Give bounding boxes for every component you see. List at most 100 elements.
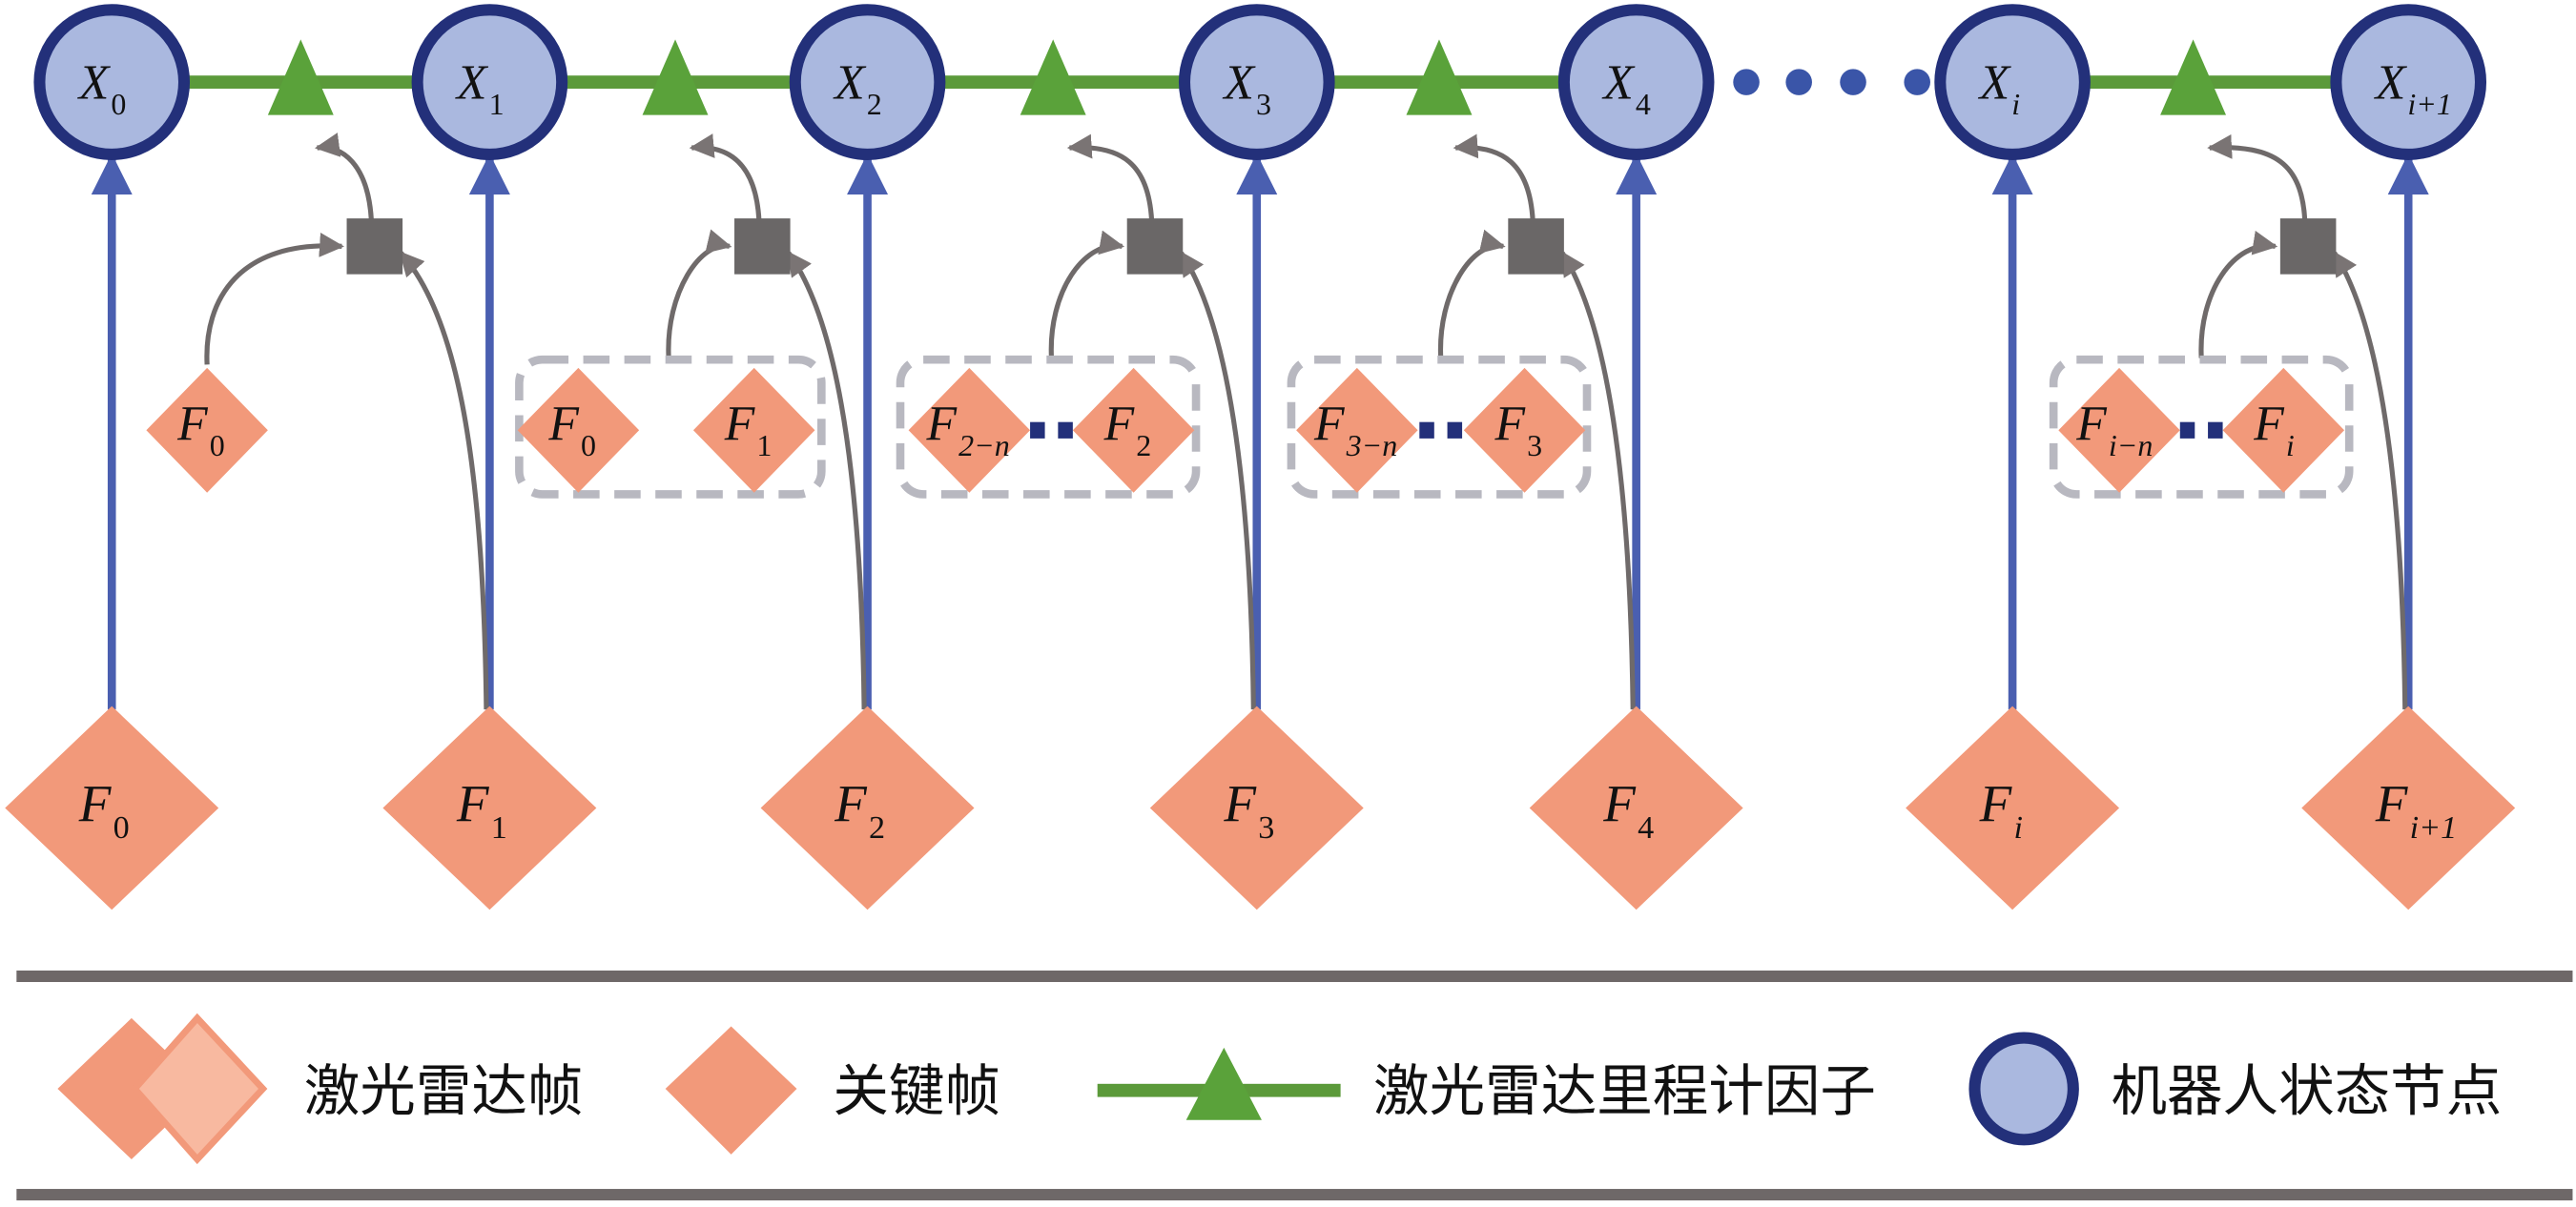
lidar-frame-diamond: [5, 706, 219, 910]
odometry-factor-triangle: [642, 39, 709, 115]
scan-match-factor-box: [1126, 218, 1184, 275]
keyframe-ellipsis-dot: [2208, 421, 2223, 439]
keyframe-ellipsis-dot: [1419, 421, 1434, 439]
edges: [91, 133, 2429, 710]
ellipsis-dot: [1785, 69, 1812, 95]
keyframe-window-box: [515, 355, 826, 499]
scan-match-factor-box: [1508, 218, 1564, 275]
factor-to-odometry-arrow: [1453, 133, 1535, 220]
legend-label: 关键帧: [833, 1058, 1000, 1123]
state-node-circle: [1178, 4, 1335, 160]
factor-to-odometry-arrow: [2207, 133, 2308, 220]
legend-item-state-node: 机器人状态节点: [1968, 1032, 2502, 1146]
frame-to-factor-arrow: [1559, 251, 1636, 710]
legend-label: 激光雷达里程计因子: [1373, 1058, 1876, 1123]
legend-item-keyframe: 关键帧: [665, 1026, 1000, 1155]
keyframe-diamond: [1072, 367, 1195, 493]
top-separator: [16, 970, 2573, 983]
state-node-circle: [1934, 4, 2091, 160]
keyframe-window-box: [896, 355, 1201, 499]
keyframe-ellipsis-dot: [1030, 421, 1045, 439]
keyframe-diamond: [908, 367, 1031, 493]
keyframe-to-factor-arrow: [1048, 230, 1125, 358]
keyframe-ellipsis-dot: [1058, 421, 1073, 439]
keyframe-to-factor-arrow: [204, 232, 344, 365]
state-node-circle: [411, 4, 568, 160]
legend: 激光雷达帧 关键帧 激光雷达里程计因子 机器人状态节点: [57, 1013, 2502, 1165]
ellipsis-dot: [1733, 69, 1760, 95]
scan-match-factor-box: [734, 218, 791, 275]
frame-to-factor-arrow: [399, 251, 489, 710]
state-node-circle: [789, 4, 946, 160]
odometry-chain: [177, 39, 2343, 115]
lidar-odometry-factor-icon: [1097, 1047, 1341, 1120]
ellipsis-dot: [1840, 69, 1866, 95]
legend-label: 激光雷达帧: [304, 1058, 584, 1123]
keyframe-window-box: [1287, 355, 1592, 499]
robot-state-node-icon: [1968, 1032, 2079, 1146]
keyframe-window-box: [2049, 355, 2354, 499]
legend-label: 机器人状态节点: [2111, 1058, 2502, 1123]
keyframe-diamond: [2222, 367, 2345, 493]
odometry-factor-triangle: [1406, 39, 1473, 115]
lidar-frame-diamond: [1529, 706, 1743, 910]
odometry-factor-triangle: [1020, 39, 1086, 115]
state-node-circle: [1557, 4, 1715, 160]
keyframe-icon: [665, 1026, 797, 1155]
keyframe-diamond: [146, 367, 268, 493]
keyframe-diamond: [517, 367, 640, 493]
lidar-frame-icon: [57, 1013, 268, 1165]
legend-item-odometry-factor: 激光雷达里程计因子: [1097, 1047, 1876, 1123]
bottom-separator: [16, 1189, 2573, 1201]
scan-match-factor-box: [2279, 218, 2337, 275]
factor-to-odometry-arrow: [1066, 133, 1155, 220]
frame-to-factor-arrow: [2332, 251, 2408, 710]
keyframe-ellipsis-dot: [1447, 421, 1463, 439]
keyframe-diamond: [1463, 367, 1586, 493]
frame-to-factor-arrow: [1179, 251, 1256, 710]
keyframe-to-factor-arrow: [1438, 229, 1506, 358]
state-node-circle: [2330, 4, 2487, 160]
scan-match-factor-box: [346, 218, 403, 275]
lidar-frame-diamond: [1149, 706, 1364, 910]
keyframe-to-factor-arrow: [2198, 230, 2278, 358]
keyframe-ellipsis-dot: [2179, 421, 2195, 439]
